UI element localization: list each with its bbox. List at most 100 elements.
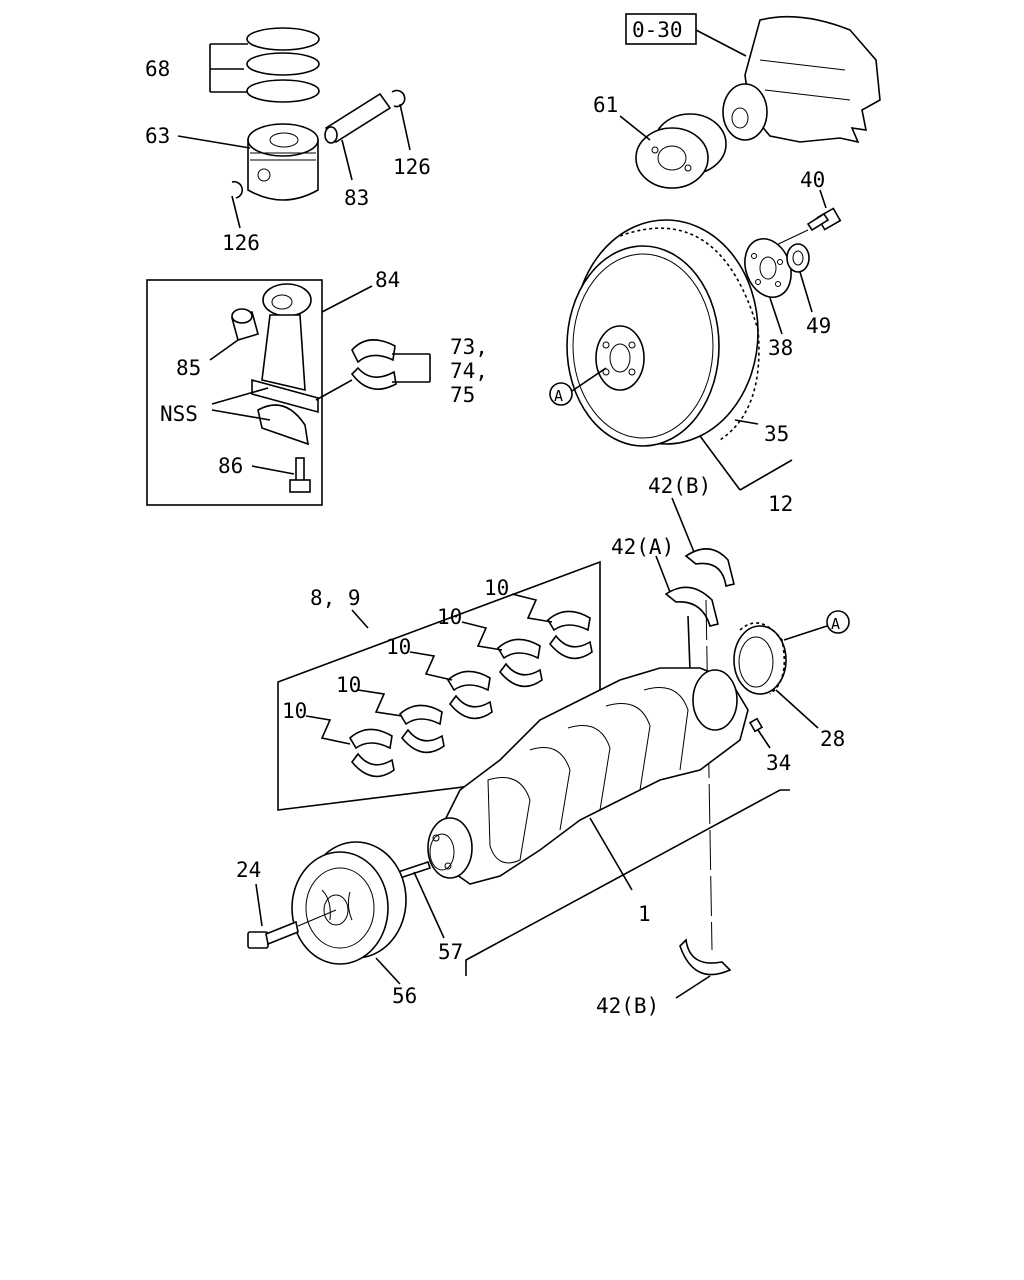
callout-34: 34 bbox=[766, 751, 791, 775]
leader-40 bbox=[819, 189, 827, 209]
leader-42b-lower bbox=[675, 975, 711, 999]
snap-ring-right bbox=[391, 89, 406, 108]
ref-box-0-30 bbox=[625, 13, 697, 45]
leader-126b bbox=[231, 195, 241, 229]
thrust-washer-42b-lower bbox=[679, 938, 732, 976]
ref-a-circle-flywheel bbox=[549, 382, 573, 406]
callout-84: 84 bbox=[375, 268, 400, 292]
leader-8-9 bbox=[351, 609, 369, 629]
leader-83 bbox=[341, 139, 353, 181]
callout-40: 40 bbox=[800, 168, 825, 192]
piston-rings bbox=[209, 27, 320, 103]
leader-12-b bbox=[739, 459, 793, 491]
leader-0-30 bbox=[695, 29, 747, 57]
leader-73-to-rod bbox=[315, 379, 353, 401]
callout-56: 56 bbox=[392, 984, 417, 1008]
callout-0-30: 0-30 bbox=[632, 18, 683, 42]
callout-61: 61 bbox=[593, 93, 618, 117]
leader-57 bbox=[413, 871, 445, 939]
callout-63: 63 bbox=[145, 124, 170, 148]
callout-42b-upper: 42(B) bbox=[648, 474, 711, 498]
crank-timing-gear bbox=[733, 622, 787, 695]
leader-42a bbox=[655, 555, 671, 593]
leader-24 bbox=[255, 883, 263, 927]
callout-10-b: 10 bbox=[336, 673, 361, 697]
leader-nss-b bbox=[211, 409, 271, 421]
callout-24: 24 bbox=[236, 858, 261, 882]
thrust-washer-42b-upper bbox=[684, 548, 735, 587]
crank-pulley-bolt bbox=[247, 920, 299, 949]
callout-42a: 42(A) bbox=[611, 535, 674, 559]
callout-75: 75 bbox=[450, 383, 475, 407]
axis-line-42a bbox=[687, 615, 691, 671]
callout-49: 49 bbox=[806, 314, 831, 338]
leader-38 bbox=[769, 297, 783, 335]
callout-28: 28 bbox=[820, 727, 845, 751]
leader-35 bbox=[734, 419, 759, 425]
thrust-axis-line bbox=[705, 599, 713, 951]
bracket-crank bbox=[465, 789, 790, 976]
callout-126b: 126 bbox=[222, 231, 260, 255]
callout-1: 1 bbox=[638, 902, 651, 926]
leader-63 bbox=[177, 135, 251, 149]
callout-10-e: 10 bbox=[484, 576, 509, 600]
ref-a-circle-gear bbox=[826, 610, 850, 634]
connecting-rod-group-box bbox=[146, 279, 323, 506]
leader-56 bbox=[375, 957, 401, 985]
callout-42b-lower: 42(B) bbox=[596, 994, 659, 1018]
leader-86 bbox=[251, 465, 295, 475]
leader-1 bbox=[589, 817, 633, 891]
callout-83: 83 bbox=[344, 186, 369, 210]
callout-86: 86 bbox=[218, 454, 243, 478]
leader-34 bbox=[757, 729, 771, 749]
main-bearing-shells bbox=[348, 610, 593, 778]
callout-10-d: 10 bbox=[437, 605, 462, 629]
dowel-pin bbox=[396, 860, 432, 880]
piston-pin bbox=[324, 92, 392, 144]
callout-a-flywheel: A bbox=[554, 387, 563, 405]
crankshaft bbox=[427, 667, 749, 885]
leader-42b-upper bbox=[671, 497, 695, 553]
leader-85 bbox=[209, 339, 239, 361]
leader-126a bbox=[399, 103, 411, 151]
snap-ring-left bbox=[231, 180, 244, 199]
callout-10-c: 10 bbox=[386, 635, 411, 659]
leader-12-a bbox=[699, 435, 741, 491]
flywheel-bolt bbox=[806, 207, 842, 232]
pilot-bearing bbox=[786, 243, 810, 273]
leader-nss-a bbox=[211, 387, 269, 405]
fan-pulley bbox=[635, 113, 727, 189]
con-rod-bushing bbox=[231, 308, 259, 342]
bolt-24-axis bbox=[297, 909, 337, 927]
crank-key bbox=[748, 717, 764, 733]
connecting-rod bbox=[251, 283, 319, 446]
callout-74: 74, bbox=[450, 359, 488, 383]
callout-73: 73, bbox=[450, 335, 488, 359]
callout-nss: NSS bbox=[160, 402, 198, 426]
callout-126a: 126 bbox=[393, 155, 431, 179]
crank-pulley bbox=[291, 841, 407, 965]
callout-85: 85 bbox=[176, 356, 201, 380]
leader-84 bbox=[321, 285, 373, 313]
callout-35: 35 bbox=[764, 422, 789, 446]
callout-10-a: 10 bbox=[282, 699, 307, 723]
callout-a-gear: A bbox=[831, 615, 840, 633]
piston bbox=[247, 123, 319, 201]
leaders-10 bbox=[305, 593, 553, 745]
callout-68: 68 bbox=[145, 57, 170, 81]
leader-28 bbox=[775, 689, 819, 729]
leader-61 bbox=[619, 115, 651, 141]
callout-12: 12 bbox=[768, 492, 793, 516]
callout-38: 38 bbox=[768, 336, 793, 360]
con-rod-bearing-shells bbox=[350, 339, 397, 390]
con-rod-bolt bbox=[289, 457, 311, 493]
flywheel-washer-plate bbox=[744, 238, 792, 298]
leader-a-flywheel bbox=[571, 367, 607, 392]
flywheel bbox=[566, 219, 760, 447]
callout-8-9: 8, 9 bbox=[310, 586, 361, 610]
leader-a-gear bbox=[783, 625, 828, 641]
thrust-washer-42a bbox=[664, 586, 719, 627]
callout-57: 57 bbox=[438, 940, 463, 964]
leader-49 bbox=[799, 271, 813, 313]
